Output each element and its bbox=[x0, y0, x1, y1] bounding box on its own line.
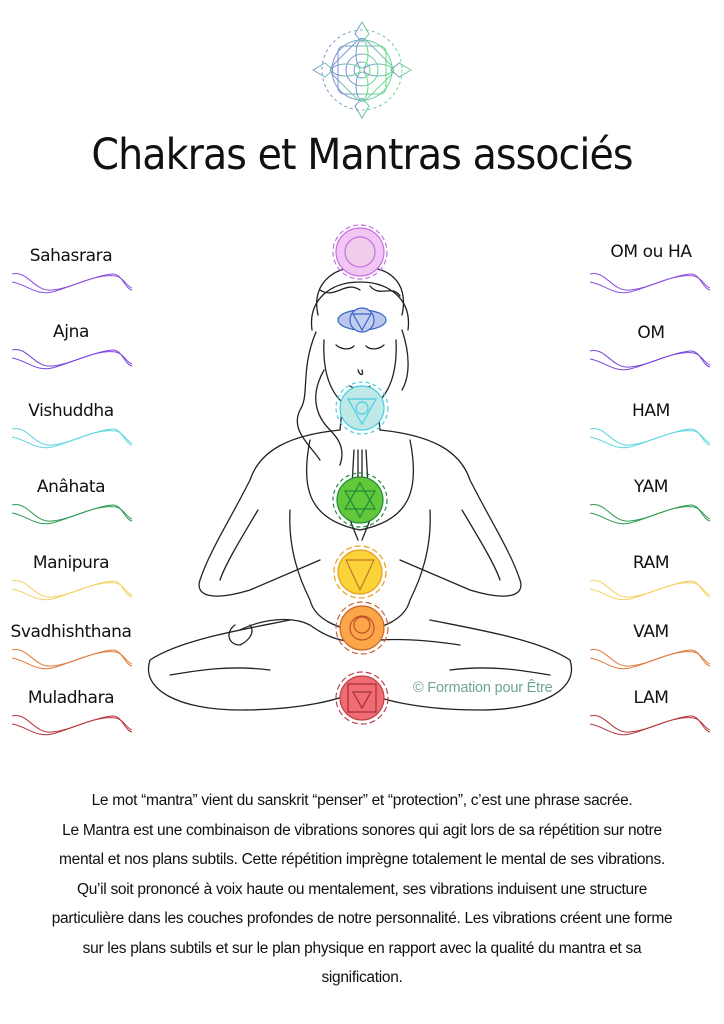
chakra-row-muladhara: Muladhara bbox=[0, 688, 150, 764]
chakra-name: Vishuddha bbox=[28, 401, 114, 421]
chakra-row-svadhishthana: Svadhishthana bbox=[0, 622, 150, 698]
sahasrara-chakra-icon bbox=[332, 224, 388, 280]
body-line: Qu’il soit prononcé à voix haute ou ment… bbox=[76, 880, 648, 898]
mantra-label: RAM bbox=[632, 553, 670, 573]
mandala-icon bbox=[312, 21, 412, 119]
mantra-label: YAM bbox=[633, 477, 669, 497]
mantra-row-manipura: RAM bbox=[578, 553, 724, 629]
anahata-chakra-icon bbox=[332, 472, 388, 528]
mantra-row-vishuddha: HAM bbox=[578, 401, 724, 477]
chakra-name: Sahasrara bbox=[29, 246, 113, 266]
body-line: mental et nos plans subtils. Cette répét… bbox=[59, 851, 665, 868]
chakra-row-anahata: Anâhata bbox=[0, 477, 150, 553]
wave-divider-icon bbox=[590, 715, 710, 736]
svadhishthana-chakra-icon bbox=[335, 601, 389, 655]
chakra-name: Svadhishthana bbox=[10, 622, 132, 642]
wave-divider-icon bbox=[590, 580, 710, 601]
chakra-name: Manipura bbox=[32, 553, 110, 573]
copyright-watermark: © Formation pour Être bbox=[413, 680, 553, 696]
mantra-label: OM ou HA bbox=[610, 242, 692, 262]
chakra-row-manipura: Manipura bbox=[0, 553, 150, 629]
body-line: sur les plans subtils et sur le plan phy… bbox=[82, 939, 642, 957]
wave-divider-icon bbox=[12, 649, 132, 670]
page-title: Chakras et Mantras associés bbox=[91, 130, 633, 180]
mantra-row-svadhishthana: VAM bbox=[578, 622, 724, 698]
wave-divider-icon bbox=[12, 273, 132, 294]
chakra-name: Ajna bbox=[53, 322, 89, 342]
wave-divider-icon bbox=[590, 350, 710, 371]
body-line: signification. bbox=[321, 969, 403, 986]
mantra-label: LAM bbox=[633, 688, 669, 708]
wave-divider-icon bbox=[590, 649, 710, 670]
mantra-label: HAM bbox=[632, 401, 670, 421]
chakra-name: Muladhara bbox=[27, 688, 115, 708]
muladhara-chakra-icon bbox=[335, 671, 389, 725]
wave-divider-icon bbox=[590, 428, 710, 449]
manipura-chakra-icon bbox=[333, 545, 387, 599]
mantra-row-anahata: YAM bbox=[578, 477, 724, 553]
wave-divider-icon bbox=[12, 504, 132, 525]
wave-divider-icon bbox=[12, 580, 132, 601]
chakra-row-vishuddha: Vishuddha bbox=[0, 401, 150, 477]
mantra-row-ajna: OM bbox=[578, 323, 724, 399]
chakra-symbols bbox=[332, 224, 389, 725]
wave-divider-icon bbox=[12, 349, 132, 370]
wave-divider-icon bbox=[12, 715, 132, 736]
mantra-row-muladhara: LAM bbox=[578, 688, 724, 764]
vishuddha-chakra-icon bbox=[335, 381, 389, 435]
ajna-chakra-icon bbox=[337, 307, 387, 333]
mantra-label: OM bbox=[637, 323, 665, 343]
body-line: particulière dans les couches profondes … bbox=[51, 910, 673, 927]
wave-divider-icon bbox=[12, 428, 132, 449]
mantra-description: Le mot “mantra” vient du sanskrit “pense… bbox=[20, 786, 704, 993]
chakra-name: Anâhata bbox=[36, 477, 106, 497]
wave-divider-icon bbox=[590, 273, 710, 294]
chakra-row-ajna: Ajna bbox=[0, 322, 150, 398]
mantra-row-sahasrara: OM ou HA bbox=[578, 242, 724, 318]
body-line: Le mot “mantra” vient du sanskrit “pense… bbox=[91, 792, 633, 809]
body-line: Le Mantra est une combinaison de vibrati… bbox=[62, 821, 662, 839]
mantra-label: VAM bbox=[633, 622, 669, 642]
wave-divider-icon bbox=[590, 504, 710, 525]
meditating-figure-illustration bbox=[147, 224, 573, 725]
chakra-row-sahasrara: Sahasrara bbox=[0, 246, 150, 322]
